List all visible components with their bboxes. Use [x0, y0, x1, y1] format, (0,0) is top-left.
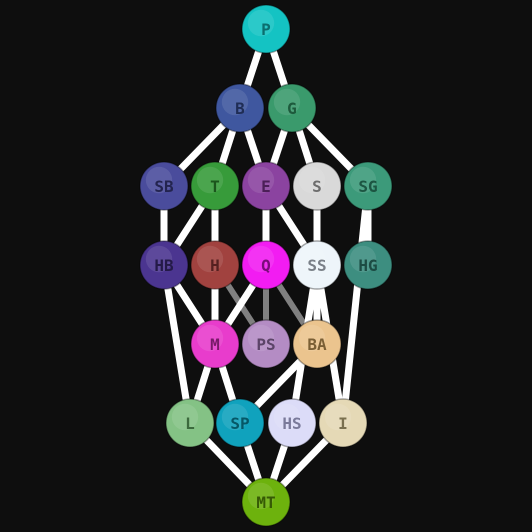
node-circle-sb	[139, 161, 189, 211]
node-g[interactable]: G	[267, 83, 317, 133]
node-highlight-mt	[247, 482, 275, 510]
node-highlight-ss	[298, 245, 326, 273]
node-highlight-sp	[221, 403, 249, 431]
node-label-ss: SS	[307, 256, 326, 275]
node-ss[interactable]: SS	[292, 240, 342, 290]
node-mt[interactable]: MT	[241, 477, 291, 527]
node-highlight-b	[221, 88, 249, 116]
node-highlight-sb	[145, 166, 173, 194]
node-m[interactable]: M	[190, 319, 240, 369]
node-circle-sp	[215, 398, 265, 448]
node-circle-ba	[292, 319, 342, 369]
node-hb[interactable]: HB	[139, 240, 189, 290]
node-circle-hb	[139, 240, 189, 290]
node-circle-ss	[292, 240, 342, 290]
node-label-p: P	[261, 20, 271, 39]
node-label-h: H	[210, 256, 220, 275]
node-highlight-ba	[298, 324, 326, 352]
node-highlight-t	[196, 166, 224, 194]
node-p[interactable]: P	[241, 4, 291, 54]
node-l[interactable]: L	[165, 398, 215, 448]
node-label-m: M	[210, 335, 220, 354]
node-hg[interactable]: HG	[343, 240, 393, 290]
node-circle-l	[165, 398, 215, 448]
node-q[interactable]: Q	[241, 240, 291, 290]
node-circle-i	[318, 398, 368, 448]
node-highlight-m	[196, 324, 224, 352]
node-sg[interactable]: SG	[343, 161, 393, 211]
node-highlight-hb	[145, 245, 173, 273]
node-sp[interactable]: SP	[215, 398, 265, 448]
node-label-b: B	[235, 99, 245, 118]
node-label-hb: HB	[154, 256, 174, 275]
node-highlight-g	[273, 88, 301, 116]
node-circle-sg	[343, 161, 393, 211]
node-label-ps: PS	[256, 335, 275, 354]
node-circle-hs	[267, 398, 317, 448]
node-highlight-hg	[349, 245, 377, 273]
node-circle-s	[292, 161, 342, 211]
node-highlight-s	[298, 166, 326, 194]
node-label-hs: HS	[282, 414, 301, 433]
node-circle-m	[190, 319, 240, 369]
node-sb[interactable]: SB	[139, 161, 189, 211]
node-label-ba: BA	[307, 335, 327, 354]
node-circle-b	[215, 83, 265, 133]
node-h[interactable]: H	[190, 240, 240, 290]
node-label-hg: HG	[358, 256, 377, 275]
node-circle-e	[241, 161, 291, 211]
node-circle-t	[190, 161, 240, 211]
node-label-mt: MT	[256, 493, 275, 512]
node-hs[interactable]: HS	[267, 398, 317, 448]
node-label-sg: SG	[358, 177, 377, 196]
edge-sg-i	[339, 185, 372, 424]
node-label-s: S	[312, 177, 322, 196]
node-highlight-h	[196, 245, 224, 273]
node-ps[interactable]: PS	[241, 319, 291, 369]
node-label-e: E	[261, 177, 271, 196]
node-label-t: T	[210, 177, 220, 196]
node-ba[interactable]: BA	[292, 319, 342, 369]
node-t[interactable]: T	[190, 161, 240, 211]
node-highlight-p	[247, 9, 275, 37]
node-i[interactable]: I	[318, 398, 368, 448]
node-circle-p	[241, 4, 291, 54]
node-highlight-e	[247, 166, 275, 194]
node-label-sb: SB	[154, 177, 174, 196]
node-circle-mt	[241, 477, 291, 527]
node-highlight-l	[171, 403, 199, 431]
node-circle-ps	[241, 319, 291, 369]
node-s[interactable]: S	[292, 161, 342, 211]
node-highlight-sg	[349, 166, 377, 194]
node-circle-hg	[343, 240, 393, 290]
node-circle-g	[267, 83, 317, 133]
node-highlight-hs	[273, 403, 301, 431]
edge-hb-l	[160, 264, 194, 424]
node-label-l: L	[185, 414, 195, 433]
node-label-sp: SP	[230, 414, 249, 433]
node-b[interactable]: B	[215, 83, 265, 133]
node-highlight-i	[324, 403, 352, 431]
node-label-g: G	[287, 99, 297, 118]
node-circle-h	[190, 240, 240, 290]
graph-nodes: P B G SB T E S SG HB H Q SS HG M PS BA L SP HS I MT	[139, 4, 393, 527]
node-label-q: Q	[261, 256, 271, 275]
node-label-i: I	[338, 414, 348, 433]
node-highlight-ps	[247, 324, 275, 352]
node-circle-q	[241, 240, 291, 290]
node-highlight-q	[247, 245, 275, 273]
node-e[interactable]: E	[241, 161, 291, 211]
